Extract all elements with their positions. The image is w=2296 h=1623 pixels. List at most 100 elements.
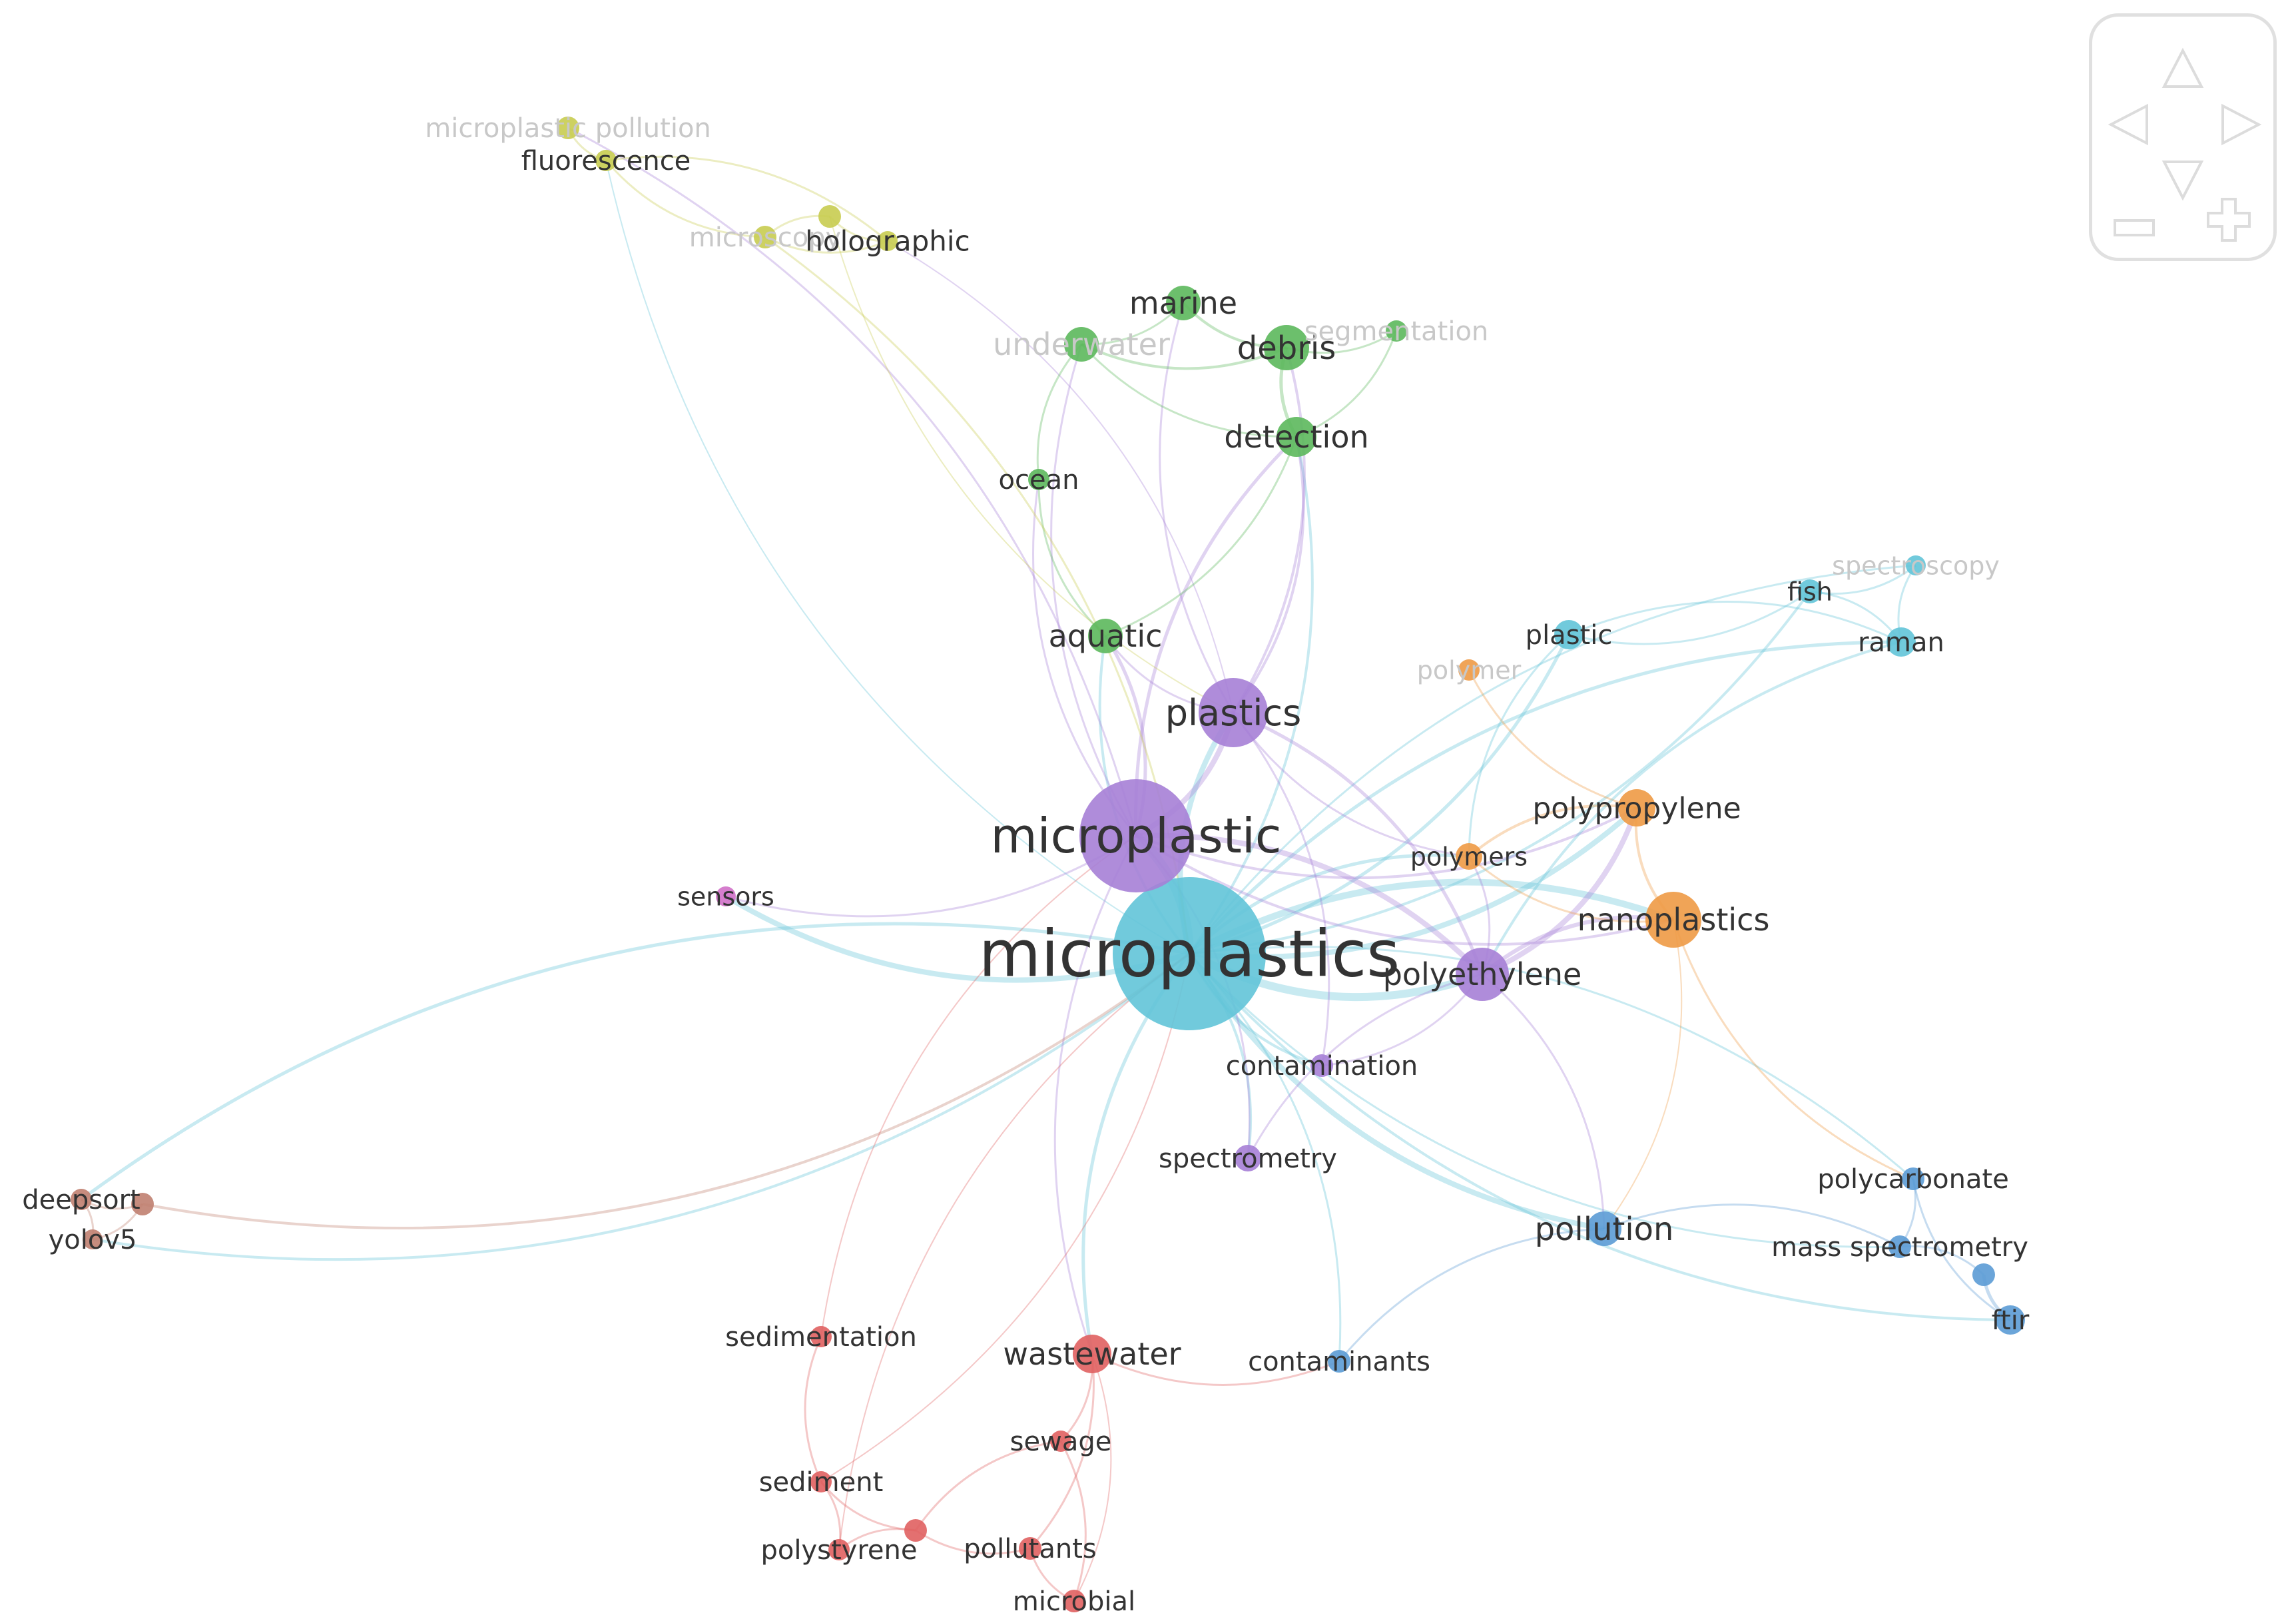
node-deepsort[interactable]	[71, 1189, 92, 1210]
pan-down-button[interactable]	[2160, 157, 2205, 202]
node-nanoplastics[interactable]	[1645, 892, 1701, 948]
node-sediment[interactable]	[810, 1471, 832, 1492]
node-label[interactable]: marine	[1129, 285, 1237, 321]
node-microplastic-pollution[interactable]	[557, 117, 579, 139]
node-label[interactable]: pollutants	[964, 1534, 1097, 1564]
node-sewage[interactable]	[1050, 1431, 1071, 1452]
edge	[1232, 712, 1330, 1066]
node-segmentation[interactable]	[1386, 320, 1407, 342]
node-contaminants[interactable]	[1328, 1350, 1350, 1373]
node-label[interactable]: detection	[1224, 419, 1368, 455]
node-ftir[interactable]	[1996, 1305, 2025, 1335]
edge	[1468, 855, 1674, 923]
pan-up-button[interactable]	[2160, 47, 2205, 92]
node-contamination[interactable]	[1310, 1054, 1333, 1077]
node-label[interactable]: plastics	[1165, 692, 1302, 734]
node-label[interactable]: holographic	[805, 225, 970, 258]
node-mass-spectrometry[interactable]	[1888, 1235, 1911, 1258]
node-label[interactable]: pollution	[1535, 1211, 1674, 1248]
edge	[804, 1336, 822, 1482]
node-label[interactable]: polycarbonate	[1817, 1164, 2009, 1195]
node-blue-node[interactable]	[1972, 1263, 1995, 1286]
node-label[interactable]: polypropylene	[1532, 791, 1741, 825]
node-label[interactable]: microplastics	[979, 917, 1400, 992]
zoom-in-button[interactable]	[2205, 196, 2252, 243]
edge	[1232, 347, 1306, 714]
node-label[interactable]: spectrometry	[1159, 1143, 1337, 1174]
node-label[interactable]: polymer	[1417, 655, 1522, 685]
node-polymer[interactable]	[1458, 659, 1480, 681]
node-label[interactable]: polystyrene	[761, 1535, 918, 1566]
node-plastic[interactable]	[1554, 620, 1583, 649]
node-label[interactable]: microbial	[1013, 1586, 1135, 1617]
node-fish[interactable]	[1798, 579, 1822, 603]
node-polymers[interactable]	[1456, 843, 1482, 870]
edge	[1036, 344, 1083, 480]
node-label[interactable]: underwater	[993, 326, 1170, 362]
node-wastewater[interactable]	[1073, 1335, 1111, 1373]
node-label[interactable]: ocean	[999, 465, 1079, 495]
edge	[914, 1440, 1061, 1531]
node-label[interactable]: polymers	[1410, 842, 1528, 871]
node-sensors[interactable]	[716, 886, 736, 906]
node-label[interactable]: deepsort	[22, 1185, 140, 1215]
edge	[605, 160, 1190, 954]
node-label[interactable]: sedimentation	[725, 1322, 917, 1353]
node-polystyrene[interactable]	[828, 1539, 850, 1560]
node-plastics[interactable]	[1199, 678, 1268, 747]
node-label[interactable]: sensors	[677, 882, 774, 911]
node-label[interactable]: plastic	[1526, 620, 1613, 651]
node-polyethylene[interactable]	[1456, 948, 1509, 1001]
node-red-node[interactable]	[904, 1519, 927, 1542]
node-label[interactable]: debris	[1237, 330, 1336, 367]
zoom-out-button[interactable]	[2112, 210, 2157, 243]
node-brown-node[interactable]	[131, 1193, 154, 1215]
node-label[interactable]: fluorescence	[521, 146, 691, 176]
node-label[interactable]: nanoplastics	[1578, 902, 1770, 938]
node-label[interactable]: polyethylene	[1383, 956, 1582, 992]
node-holographic[interactable]	[878, 231, 898, 251]
node-polycarbonate[interactable]	[1902, 1167, 1924, 1190]
node-label[interactable]: contaminants	[1248, 1347, 1430, 1377]
edge	[1468, 633, 1570, 857]
node-detection[interactable]	[1277, 417, 1316, 457]
node-label[interactable]: sewage	[1010, 1427, 1112, 1457]
node-microplastics[interactable]	[1113, 877, 1266, 1030]
node-label[interactable]: microplastic pollution	[425, 113, 711, 144]
node-label[interactable]: ftir	[1992, 1305, 2030, 1336]
pan-right-button[interactable]	[2217, 102, 2263, 147]
node-label[interactable]: microplastic	[991, 808, 1282, 864]
node-polypropylene[interactable]	[1618, 789, 1655, 826]
node-yolov5[interactable]	[83, 1229, 103, 1249]
node-label[interactable]: mass spectrometry	[1771, 1232, 2028, 1263]
node-spectroscopy[interactable]	[1906, 555, 1926, 575]
node-label[interactable]: contamination	[1226, 1051, 1418, 1082]
node-debris[interactable]	[1264, 325, 1309, 370]
node-label[interactable]: wastewater	[1003, 1336, 1181, 1372]
node-aquatic[interactable]	[1088, 619, 1123, 653]
node-fluorescence[interactable]	[595, 150, 617, 171]
node-label[interactable]: raman	[1858, 627, 1944, 658]
node-label[interactable]: aquatic	[1049, 618, 1163, 654]
pan-left-button[interactable]	[2107, 102, 2152, 147]
node-label[interactable]: fish	[1787, 577, 1833, 606]
node-ocean[interactable]	[1028, 469, 1049, 490]
node-pollution[interactable]	[1587, 1211, 1621, 1246]
node-label[interactable]: segmentation	[1304, 316, 1489, 347]
edge	[1189, 590, 1811, 955]
node-label[interactable]: yolov5	[49, 1225, 137, 1255]
node-label[interactable]: microscopy	[689, 222, 841, 253]
node-raman[interactable]	[1886, 627, 1916, 657]
node-sedimentation[interactable]	[810, 1326, 832, 1347]
node-pollutants[interactable]	[1019, 1537, 1041, 1560]
node-microscopy[interactable]	[754, 226, 776, 248]
node-yellow-node[interactable]	[818, 205, 841, 228]
node-marine[interactable]	[1166, 286, 1201, 320]
node-spectrometry[interactable]	[1235, 1145, 1261, 1171]
node-underwater[interactable]	[1064, 327, 1099, 362]
node-microbial[interactable]	[1063, 1590, 1085, 1612]
node-label[interactable]: spectroscopy	[1832, 551, 2000, 580]
node-microplastic[interactable]	[1079, 779, 1193, 892]
node-label[interactable]: sediment	[759, 1467, 884, 1498]
